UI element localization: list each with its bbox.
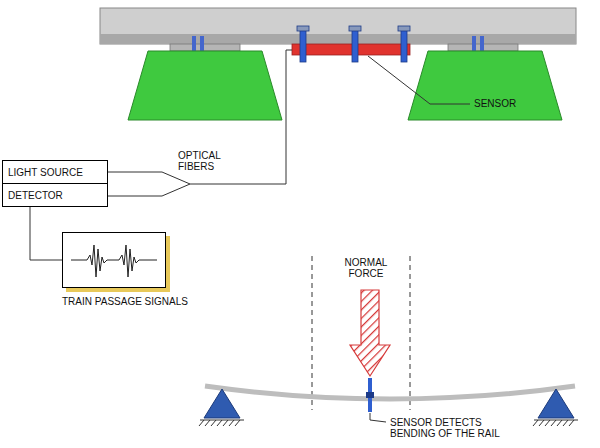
rail-base	[100, 34, 576, 44]
sleeper	[128, 51, 282, 120]
rail-fastener	[200, 36, 204, 51]
signal-wire	[30, 207, 62, 260]
bending-label: SENSOR DETECTS BENDING OF THE RAIL	[390, 417, 510, 439]
display-frame	[62, 232, 166, 288]
leader-line	[370, 413, 386, 422]
optical-fiber	[108, 50, 292, 196]
waveform	[63, 233, 165, 287]
normal-force-arrow	[350, 290, 390, 376]
detector-box: DETECTOR	[2, 183, 108, 207]
rail	[100, 8, 576, 44]
bent-rail	[205, 386, 575, 399]
dashed-guide	[312, 256, 410, 410]
fiber-label: OPTICAL FIBERS	[178, 150, 238, 172]
signal-display: TRAIN PASSAGE SIGNALS	[62, 232, 192, 312]
rail-pad	[170, 44, 240, 51]
ground-line	[200, 420, 578, 421]
force-label: NORMAL FORCE	[336, 257, 396, 279]
sensor-label: SENSOR	[474, 98, 554, 109]
sleeper	[408, 51, 562, 120]
support	[204, 389, 240, 418]
box-label: LIGHT SOURCE	[8, 167, 83, 178]
rail-fastener	[472, 36, 476, 51]
rail-fastener	[192, 36, 196, 51]
leader-line	[368, 56, 470, 104]
sensor-bar	[292, 44, 410, 55]
light-source-box: LIGHT SOURCE	[2, 160, 108, 184]
box-label: DETECTOR	[8, 190, 63, 201]
display-caption: TRAIN PASSAGE SIGNALS	[62, 296, 188, 307]
support	[538, 389, 574, 418]
sensor-clamp	[297, 26, 410, 62]
ground-hatch	[199, 420, 574, 426]
sensor-mini	[366, 392, 374, 398]
rail-fastener	[480, 36, 484, 51]
